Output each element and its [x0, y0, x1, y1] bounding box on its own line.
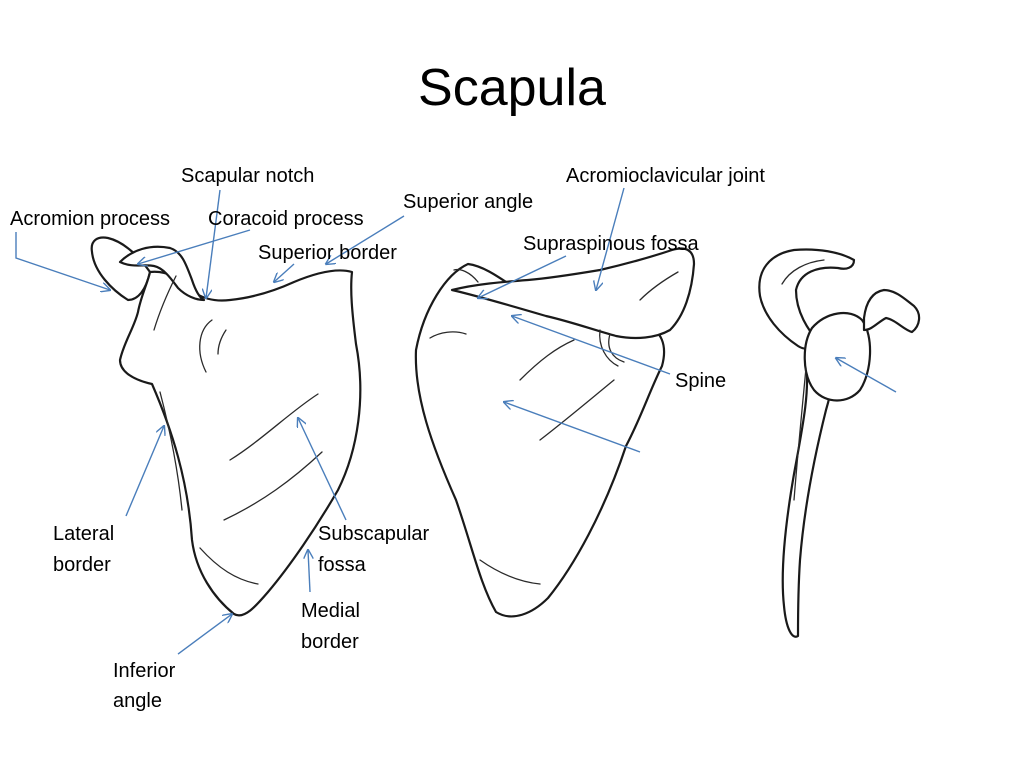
anterior-detail-7	[153, 275, 177, 331]
arrow-acromioclavicular-joint	[596, 187, 625, 290]
posterior-detail-1	[599, 329, 619, 367]
lateral-detail-1	[793, 367, 807, 501]
label-spine: Spine	[675, 370, 726, 392]
anterior-detail-4	[223, 451, 323, 521]
posterior-detail-5	[519, 339, 575, 381]
lateral-glenoid	[803, 311, 872, 402]
anterior-detail-1	[199, 319, 213, 373]
anterior-detail-6	[159, 391, 183, 511]
posterior-detail-6	[539, 379, 615, 441]
label-acromioclavicular-joint: Acromioclavicular joint	[566, 165, 765, 187]
posterior-detail-8	[639, 271, 679, 301]
arrow-infraspinous	[504, 402, 641, 453]
label-supraspinous-fossa: Supraspinous fossa	[523, 233, 700, 255]
label-superior-angle: Superior angle	[403, 191, 533, 213]
label-acromion-process: Acromion process	[10, 208, 170, 230]
arrow-glenoid	[836, 358, 897, 393]
label-subscapular-fossa-line2: fossa	[318, 554, 367, 576]
arrow-medial-border	[308, 550, 310, 593]
anterior-detail-3	[229, 393, 319, 461]
arrow-spine	[512, 316, 671, 375]
label-inferior-angle-line1: Inferior	[113, 660, 176, 682]
arrow-scapular-notch	[206, 189, 221, 298]
arrow-acromion-process	[15, 232, 110, 290]
page-title: Scapula	[418, 59, 606, 117]
label-lateral-border-line2: border	[53, 554, 111, 576]
label-lateral-border-line1: Lateral	[53, 523, 114, 545]
label-medial-border-line1: Medial	[301, 600, 360, 622]
lateral-view	[758, 248, 921, 638]
label-superior-border: Superior border	[258, 242, 397, 264]
pointer-arrows	[15, 187, 897, 655]
lateral-shaft	[781, 342, 833, 638]
arrow-inferior-angle	[177, 614, 232, 655]
anterior-body-outline	[118, 269, 362, 617]
lateral-coracoid	[862, 288, 921, 334]
label-scapular-notch: Scapular notch	[181, 165, 314, 187]
arrow-lateral-border	[125, 426, 164, 517]
anterior-detail-5	[199, 547, 259, 585]
label-inferior-angle-line2: angle	[113, 690, 162, 712]
posterior-detail-4	[429, 331, 467, 339]
label-subscapular-fossa-line1: Subscapular	[318, 523, 430, 545]
arrow-superior-angle	[326, 215, 405, 264]
label-medial-border-line2: border	[301, 631, 359, 653]
posterior-detail-7	[479, 559, 541, 585]
arrow-coracoid-process	[138, 229, 251, 264]
labels: Scapular notch Acromioclavicular joint S…	[10, 165, 765, 712]
lateral-detail-2	[781, 259, 825, 285]
posterior-detail-3	[453, 268, 479, 283]
anterior-detail-2	[217, 329, 227, 355]
label-coracoid-process: Coracoid process	[208, 208, 364, 230]
arrow-subscapular-fossa	[298, 418, 347, 521]
arrow-superior-border	[274, 263, 295, 282]
posterior-view	[414, 247, 696, 618]
acromion-shape	[90, 236, 152, 302]
posterior-spine-acromion	[450, 247, 696, 340]
lateral-acromion-outline	[758, 248, 856, 350]
anterior-view	[90, 236, 362, 617]
arrow-supraspinous-fossa	[478, 255, 567, 298]
